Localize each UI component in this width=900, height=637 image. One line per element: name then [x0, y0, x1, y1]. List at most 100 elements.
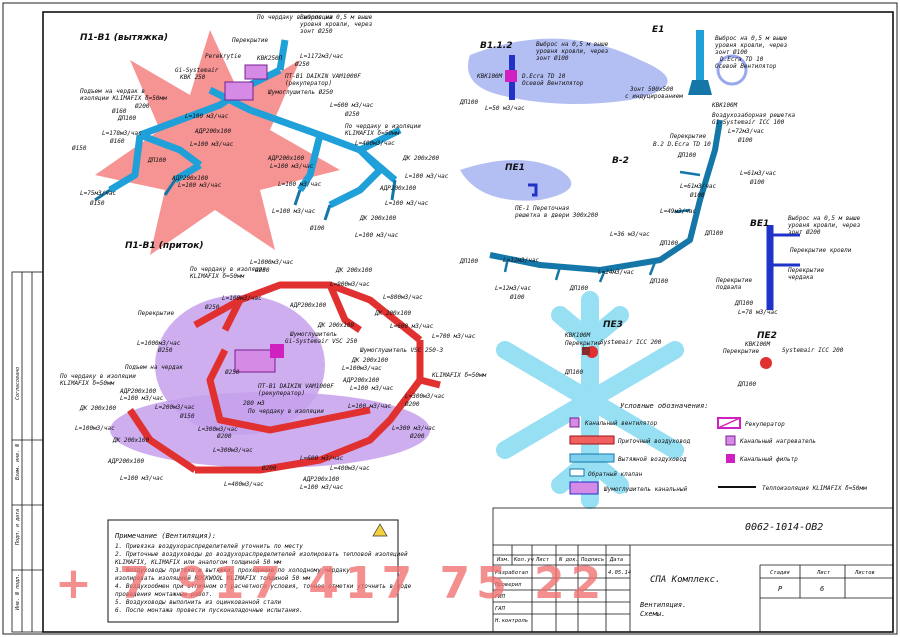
- svg-text:L=61м3/час: L=61м3/час: [680, 183, 717, 190]
- svg-text:ДП100: ДП100: [569, 285, 588, 292]
- svg-text:L=300м3/час: L=300м3/час: [213, 447, 253, 454]
- svg-text:Ø150: Ø150: [72, 145, 87, 152]
- svg-text:КВК250П: КВК250П: [256, 55, 283, 62]
- svg-text:N док.: N док.: [558, 557, 579, 563]
- svg-text:L=300 м3/час: L=300 м3/час: [392, 425, 436, 432]
- legend-recuperator-icon: [717, 417, 741, 429]
- svg-text:АДР200х100: АДР200х100: [302, 476, 340, 483]
- svg-text:L=61м3/час: L=61м3/час: [740, 170, 777, 177]
- svg-text:KLIMAFIX δ=50мм: KLIMAFIX δ=50мм: [344, 130, 400, 137]
- svg-text:Осевой Вентилятор: Осевой Вентилятор: [715, 63, 777, 70]
- system-b1-1-2: [505, 55, 517, 100]
- svg-text:Приточный воздуховод: Приточный воздуховод: [617, 438, 691, 445]
- system-pe1: [528, 183, 538, 197]
- svg-text:Ø100: Ø100: [738, 137, 753, 144]
- svg-text:Ø200: Ø200: [410, 433, 425, 440]
- title-p1v1-exhaust: П1-В1 (вытяжка): [80, 33, 168, 43]
- svg-text:ПТ-В1 DAIKIN VAM1000F: ПТ-В1 DAIKIN VAM1000F: [284, 73, 361, 80]
- watermark-snowflake: [496, 291, 684, 509]
- svg-text:АДР200х100: АДР200х100: [107, 458, 145, 465]
- svg-text:ДК 200х100: ДК 200х100: [374, 310, 412, 317]
- svg-text:L=400м3/час: L=400м3/час: [224, 481, 264, 488]
- svg-text:Примечание (Вентиляция):: Примечание (Вентиляция):: [114, 532, 216, 540]
- svg-text:уровня кровли, через: уровня кровли, через: [714, 42, 788, 49]
- svg-text:ДП100: ДП100: [677, 152, 696, 159]
- system-b2-duct: [489, 119, 723, 273]
- svg-text:D.Ecra TD 10: D.Ecra TD 10: [719, 56, 764, 63]
- svg-text:Канальный вентилятор: Канальный вентилятор: [584, 420, 658, 427]
- svg-text:L=1172м3/час: L=1172м3/час: [300, 53, 344, 60]
- svg-text:АДР200х100: АДР200х100: [194, 128, 232, 135]
- svg-text:Схемы.: Схемы.: [640, 610, 665, 618]
- system-pe2: [760, 357, 772, 369]
- svg-text:L=100м3/час: L=100м3/час: [222, 295, 262, 302]
- svg-text:По чердаку в изоляции: По чердаку в изоляции: [256, 14, 333, 21]
- title-block: [492, 507, 894, 633]
- svg-text:ГИП: ГИП: [495, 594, 506, 600]
- svg-text:L=300м3/час: L=300м3/час: [198, 426, 238, 433]
- svg-text:Gi-Systemair: Gi-Systemair: [175, 67, 219, 74]
- svg-text:L=600 м3/час: L=600 м3/час: [330, 102, 374, 109]
- svg-text:1. Привязка воздухораспределит: 1. Привязка воздухораспределителей уточн…: [115, 543, 303, 550]
- svg-text:Зонт 500х500: Зонт 500х500: [629, 86, 674, 93]
- system-e1: [688, 30, 748, 95]
- title-pe3: ПЕ3: [603, 320, 623, 330]
- svg-text:Gi-Systemair VSC 250: Gi-Systemair VSC 250: [285, 338, 358, 345]
- svg-text:L=100 м3/час: L=100 м3/час: [178, 182, 222, 189]
- supply-ducts: [127, 281, 441, 474]
- exhaust-recuperator: [224, 64, 268, 101]
- svg-text:ДК 200х100: ДК 200х100: [112, 437, 150, 444]
- svg-text:Ø250: Ø250: [345, 111, 360, 118]
- svg-text:Кол.уч: Кол.уч: [513, 557, 535, 563]
- svg-text:Н.контроль: Н.контроль: [494, 618, 528, 624]
- svg-text:6. После монтажа провести пуск: 6. После монтажа провести пусконаладочны…: [115, 607, 303, 614]
- svg-text:зонт Ø250: зонт Ø250: [300, 28, 333, 35]
- svg-text:L=100м3/час: L=100м3/час: [342, 365, 382, 372]
- svg-text:Перекрытие: Перекрытие: [564, 340, 602, 347]
- svg-text:Ø250: Ø250: [158, 347, 173, 354]
- svg-text:L=100 м3/час: L=100 м3/час: [185, 113, 229, 120]
- svg-text:Перекрытие кровли: Перекрытие кровли: [789, 247, 852, 254]
- watermark-phone: + 7 917 417 75 22: [55, 558, 607, 609]
- svg-text:Подъем на чердак: Подъем на чердак: [124, 364, 183, 371]
- svg-text:KLIMAFIX, KLIMAFIX или аналого: KLIMAFIX, KLIMAFIX или аналогом толщиной…: [114, 559, 282, 566]
- svg-text:чердака: чердака: [788, 274, 814, 281]
- svg-text:Подпись: Подпись: [580, 557, 604, 563]
- svg-text:Стадия: Стадия: [770, 570, 790, 576]
- legend-heater-icon: [725, 435, 736, 446]
- svg-text:АДР200х100: АДР200х100: [171, 175, 209, 182]
- exhaust-ducts: [108, 39, 402, 209]
- svg-text:ДП100: ДП100: [117, 115, 136, 122]
- svg-text:ДП100: ДП100: [564, 369, 583, 376]
- svg-text:В.2 D.Ecra TD 10: В.2 D.Ecra TD 10: [653, 141, 711, 148]
- svg-text:KLIMAFIX δ=50мм: KLIMAFIX δ=50мм: [189, 273, 245, 280]
- legend-exhaust-icon: [569, 453, 615, 463]
- svg-text:Лист: Лист: [816, 570, 831, 576]
- svg-text:Ø100: Ø100: [510, 294, 525, 301]
- svg-text:зонт Ø100: зонт Ø100: [536, 55, 569, 62]
- system-be1: [766, 225, 800, 310]
- svg-text:ДП100: ДП100: [704, 230, 723, 237]
- svg-text:Теплоизоляция KLIMAFIX δ=50мм: Теплоизоляция KLIMAFIX δ=50мм: [762, 485, 867, 492]
- svg-text:ГАП: ГАП: [495, 606, 506, 612]
- svg-text:Ø150: Ø150: [180, 413, 195, 420]
- right-labels: В1.1.2 Выброс на 0,5 м выше уровня кровл…: [459, 25, 861, 388]
- svg-text:Выброс на 0,5 м выше: Выброс на 0,5 м выше: [715, 35, 788, 42]
- svg-text:L=1000м3/час: L=1000м3/час: [137, 340, 181, 347]
- document-code: 0062-1014-ОВ2: [745, 522, 823, 533]
- svg-text:Осевой Вентилятор: Осевой Вентилятор: [522, 80, 584, 87]
- svg-text:L=1000м3/час: L=1000м3/час: [250, 259, 294, 266]
- svg-text:Дата: Дата: [609, 557, 623, 563]
- svg-text:ДП100: ДП100: [659, 240, 678, 247]
- svg-text:6: 6: [820, 585, 824, 593]
- legend-fan-icon: [569, 417, 580, 428]
- svg-text:L=100 м3/час: L=100 м3/час: [190, 141, 234, 148]
- svg-text:Шумоглушитель Ø250: Шумоглушитель Ø250: [267, 89, 333, 96]
- svg-text:По чердаку в изоляции: По чердаку в изоляции: [247, 408, 324, 415]
- svg-text:АДР200х100: АДР200х100: [289, 302, 327, 309]
- svg-text:L=400м3/час: L=400м3/час: [330, 465, 370, 472]
- svg-text:L=100м3/час: L=100м3/час: [75, 425, 115, 432]
- legend-silencer-icon: [569, 481, 599, 495]
- svg-text:подвала: подвала: [716, 284, 742, 291]
- svg-text:АДР200х100: АДР200х100: [379, 185, 417, 192]
